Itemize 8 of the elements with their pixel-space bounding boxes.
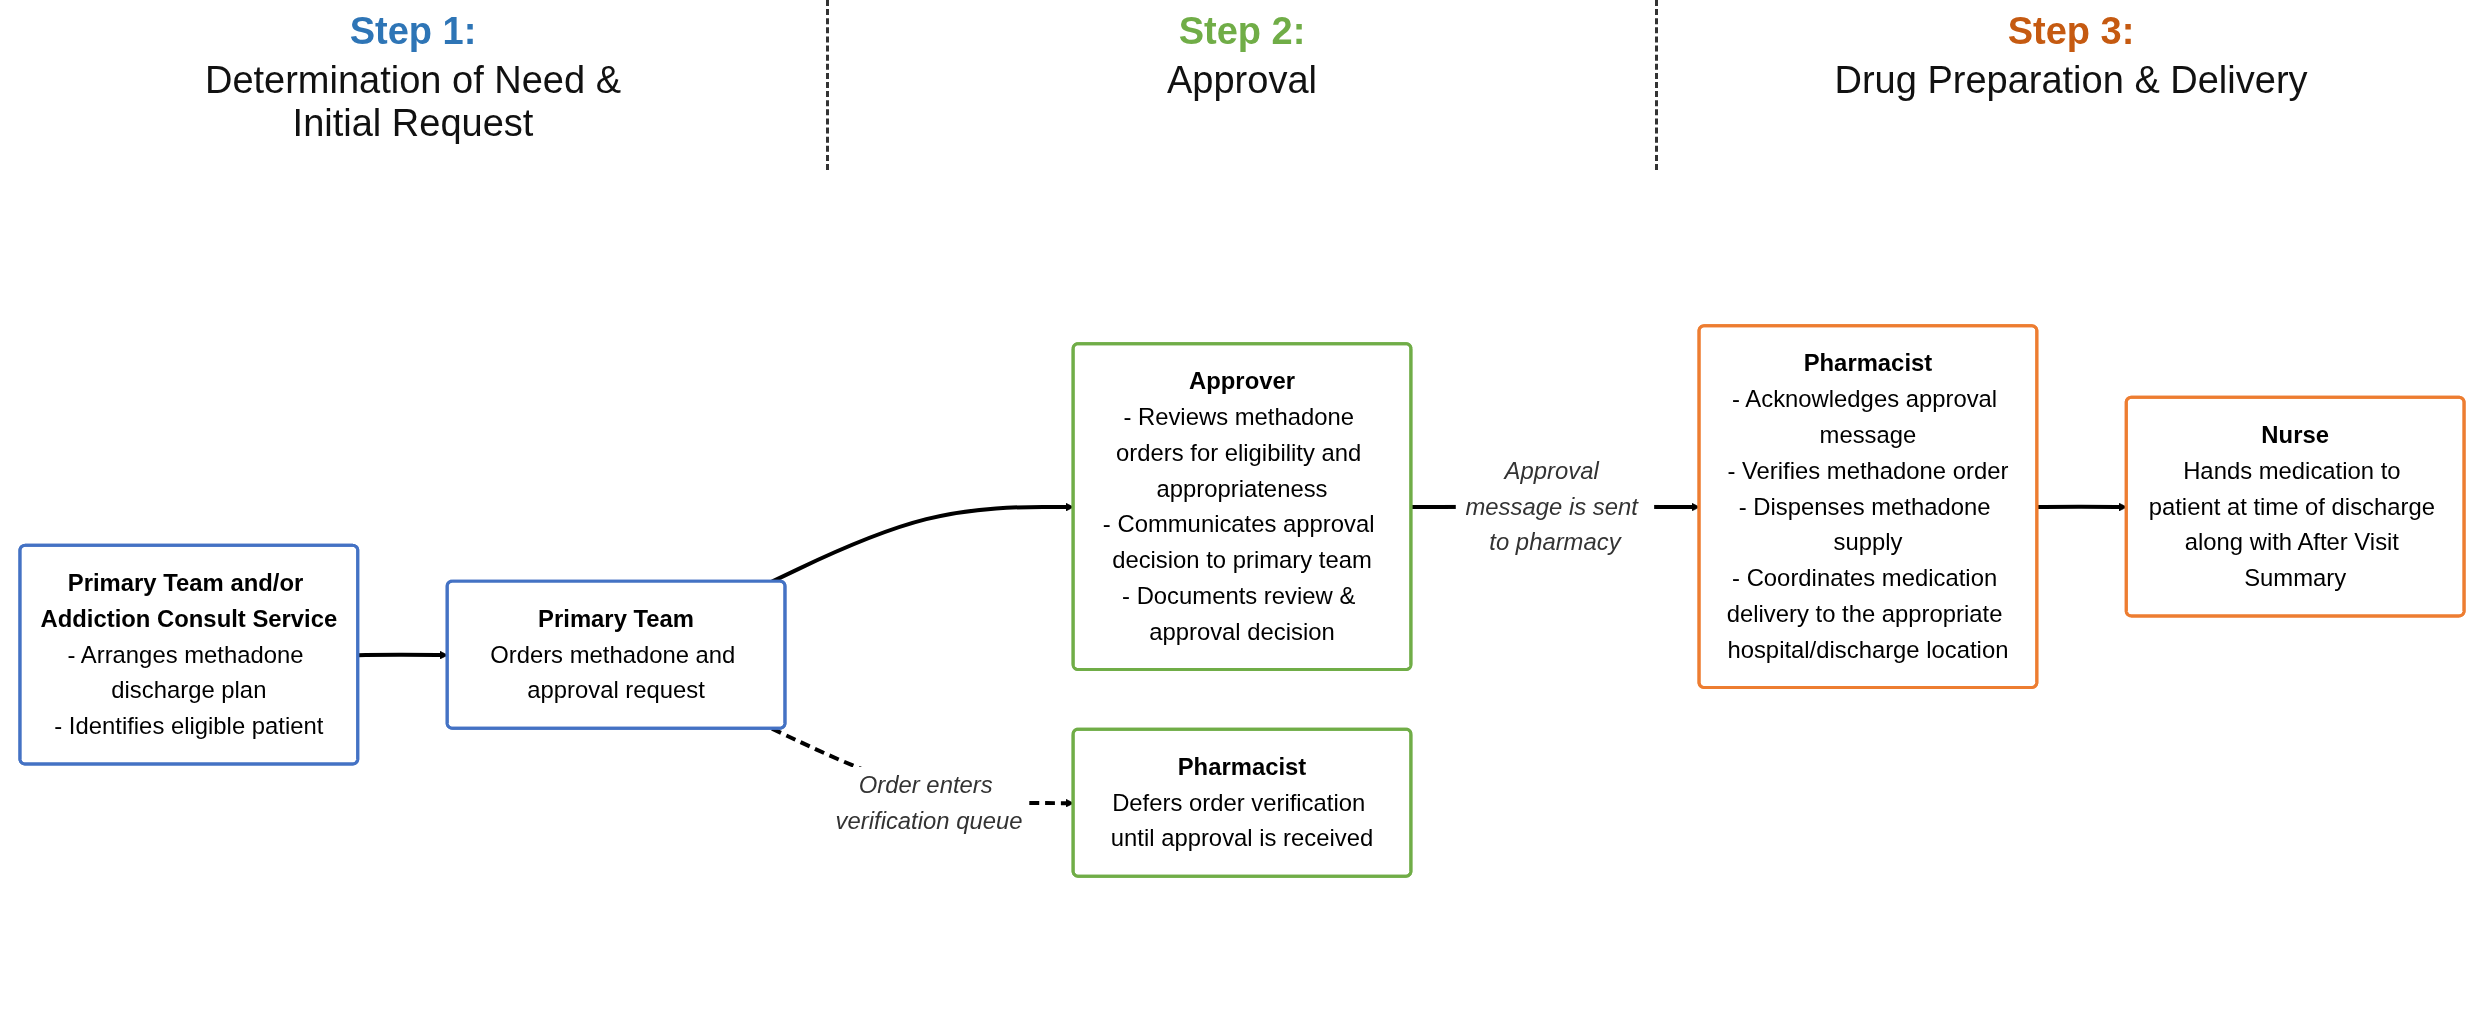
step-title: Drug Preparation & Delivery (1834, 59, 2308, 102)
step-heading: Step 1: (349, 10, 477, 53)
step-title: Determination of Need & Initial Request (203, 59, 623, 145)
edge-label: Order enters verification queue (835, 770, 1023, 834)
step-title: Approval (1167, 59, 1317, 102)
step-heading: Step 3: (2007, 10, 2135, 53)
step-heading: Step 2: (1178, 10, 1306, 53)
edge-label: Approval message is sent to pharmacy (1465, 456, 1638, 556)
